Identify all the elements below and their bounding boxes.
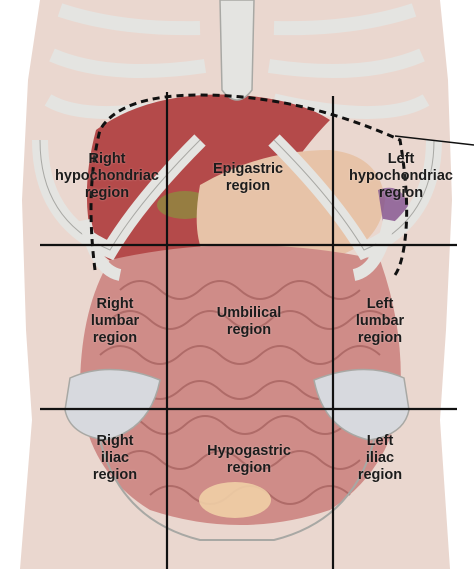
- umbilical-label: Umbilical region: [216, 305, 282, 338]
- bladder: [199, 482, 271, 518]
- sternum: [219, 0, 255, 101]
- leader-line: [394, 135, 474, 146]
- pelvis-left: [64, 368, 161, 441]
- left-lumbar-label: Left lumbar region: [355, 296, 405, 346]
- stomach: [196, 150, 385, 267]
- right-hypochondriac-label: Right hypochondriac region: [55, 151, 159, 201]
- region-grid: [40, 92, 457, 569]
- hypogastric-label: Hypogastric region: [207, 443, 291, 476]
- pelvis-right: [313, 368, 410, 441]
- costal-margin: [32, 134, 442, 281]
- left-iliac-label: Left iliac region: [357, 433, 403, 483]
- pelvic-floor: [99, 439, 375, 541]
- diaphragm-outline: [89, 93, 409, 276]
- epigastric-label: Epigastric region: [212, 161, 284, 194]
- small-intestine: [80, 245, 401, 525]
- right-lumbar-label: Right lumbar region: [90, 296, 140, 346]
- right-iliac-label: Right iliac region: [92, 433, 138, 483]
- left-hypochondriac-label: Left hypochondriac region: [349, 151, 453, 201]
